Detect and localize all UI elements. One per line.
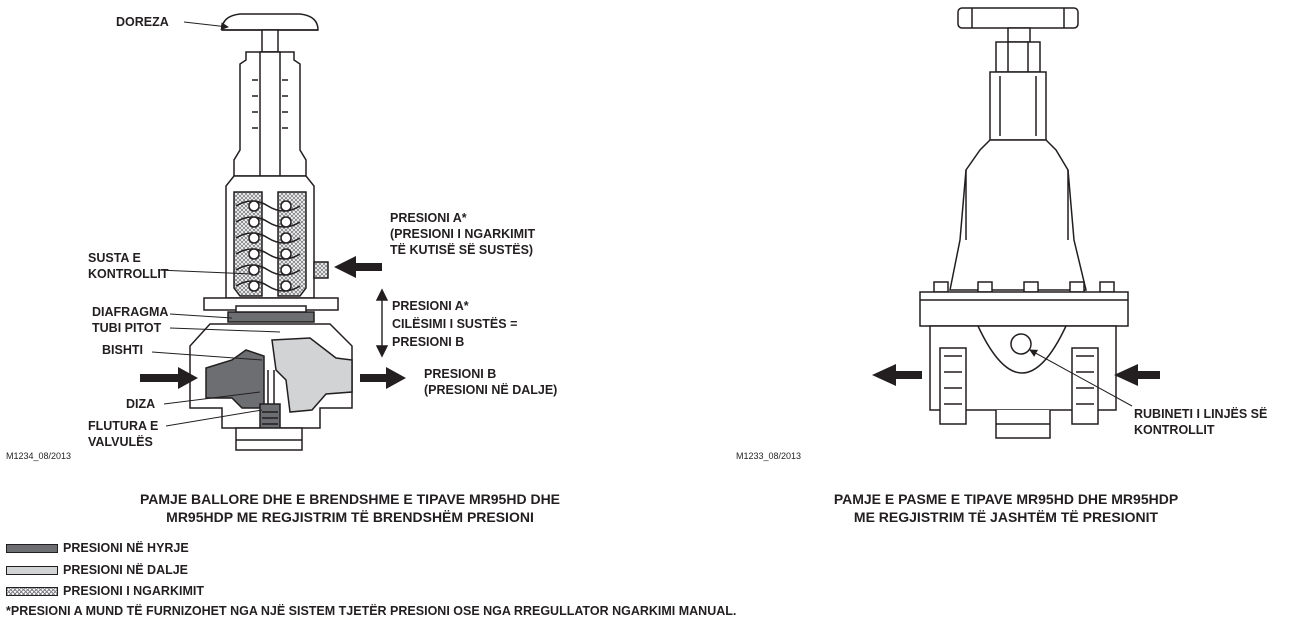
legend-swatch-inlet xyxy=(6,543,58,553)
caption-left-line2: MR95HDP ME REGJISTRIM TË BRENDSHËM PRESI… xyxy=(166,509,534,525)
valve-body-rear xyxy=(929,325,1117,411)
legend-label-inlet: PRESIONI NË HYRJE xyxy=(63,541,189,555)
spring-case-exterior xyxy=(949,139,1087,291)
callout-lines-left xyxy=(151,21,281,427)
caption-left: PAMJE BALLORE DHE E BRENDSHME E TIPAVE M… xyxy=(120,490,580,526)
label-diaphragm: DIAFRAGMA xyxy=(92,305,169,319)
label-control-spring-a: SUSTA E xyxy=(88,251,141,265)
label-control-tap-a: RUBINETI I LINJËS SË xyxy=(1134,407,1268,421)
caption-right-line1: PAMJE E PASME E TIPAVE MR95HD DHE MR95HD… xyxy=(833,491,1179,507)
label-pitot-tube: TUBI PITOT xyxy=(92,321,162,335)
label-valve-disk-a: FLUTURA E xyxy=(88,419,159,433)
control-line-tap xyxy=(1010,333,1032,355)
legend-swatch-loading xyxy=(6,586,58,596)
packing-nut xyxy=(995,41,1041,73)
label-outlet-pressure-b: (PRESIONI NË DALJE) xyxy=(424,383,558,397)
legend-inlet: PRESIONI NË HYRJE xyxy=(6,541,189,555)
control-spring xyxy=(235,200,301,292)
legend-label-outlet: PRESIONI NË DALJE xyxy=(63,563,189,577)
footnote: *PRESIONI A MUND TË FURNIZOHET NGA NJË S… xyxy=(6,604,737,618)
label-stem: BISHTI xyxy=(102,343,143,357)
flow-arrows-left xyxy=(140,256,406,389)
label-outlet-pressure-a: PRESIONI B xyxy=(424,367,497,381)
diaphragm xyxy=(227,311,315,323)
caption-left-line1: PAMJE BALLORE DHE E BRENDSHME E TIPAVE M… xyxy=(139,491,561,507)
caption-right-line2: ME REGJISTRIM TË JASHTËM TË PRESIONIT xyxy=(853,509,1159,525)
drawing-code-left: M1234_08/2013 xyxy=(6,451,72,461)
legend-loading: PRESIONI I NGARKIMIT xyxy=(6,584,204,598)
label-loading-pressure-a: PRESIONI A* xyxy=(390,211,467,225)
label-orifice: DIZA xyxy=(126,397,156,411)
setpoint-arrow xyxy=(375,288,389,358)
caption-right: PAMJE E PASME E TIPAVE MR95HD DHE MR95HD… xyxy=(796,490,1216,526)
label-loading-pressure-b: (PRESIONI I NGARKIMIT xyxy=(390,227,536,241)
label-control-spring-b: KONTROLLIT xyxy=(88,267,169,281)
legend-swatch-outlet xyxy=(6,565,58,575)
outlet-passage xyxy=(271,337,353,413)
label-setpoint-b: CILËSIMI I SUSTËS = xyxy=(392,317,518,331)
handwheel-shape xyxy=(221,13,319,31)
label-valve-disk-b: VALVULËS xyxy=(88,435,153,449)
rear-view xyxy=(919,7,1129,439)
drawing-code-right: M1233_08/2013 xyxy=(736,451,802,461)
label-setpoint-c: PRESIONI B xyxy=(392,335,465,349)
label-setpoint-a: PRESIONI A* xyxy=(392,299,469,313)
body-flange-rear xyxy=(919,291,1129,327)
label-loading-pressure-c: TË KUTISË SË SUSTËS) xyxy=(390,243,534,257)
label-control-tap-b: KONTROLLIT xyxy=(1134,423,1215,437)
callout-line-tap xyxy=(1029,349,1133,407)
legend-outlet: PRESIONI NË DALJE xyxy=(6,563,188,577)
flow-arrows-right xyxy=(872,364,1160,386)
legend-label-loading: PRESIONI I NGARKIMIT xyxy=(63,584,204,598)
label-handwheel: DOREZA xyxy=(116,15,169,29)
sectional-view xyxy=(189,13,353,451)
